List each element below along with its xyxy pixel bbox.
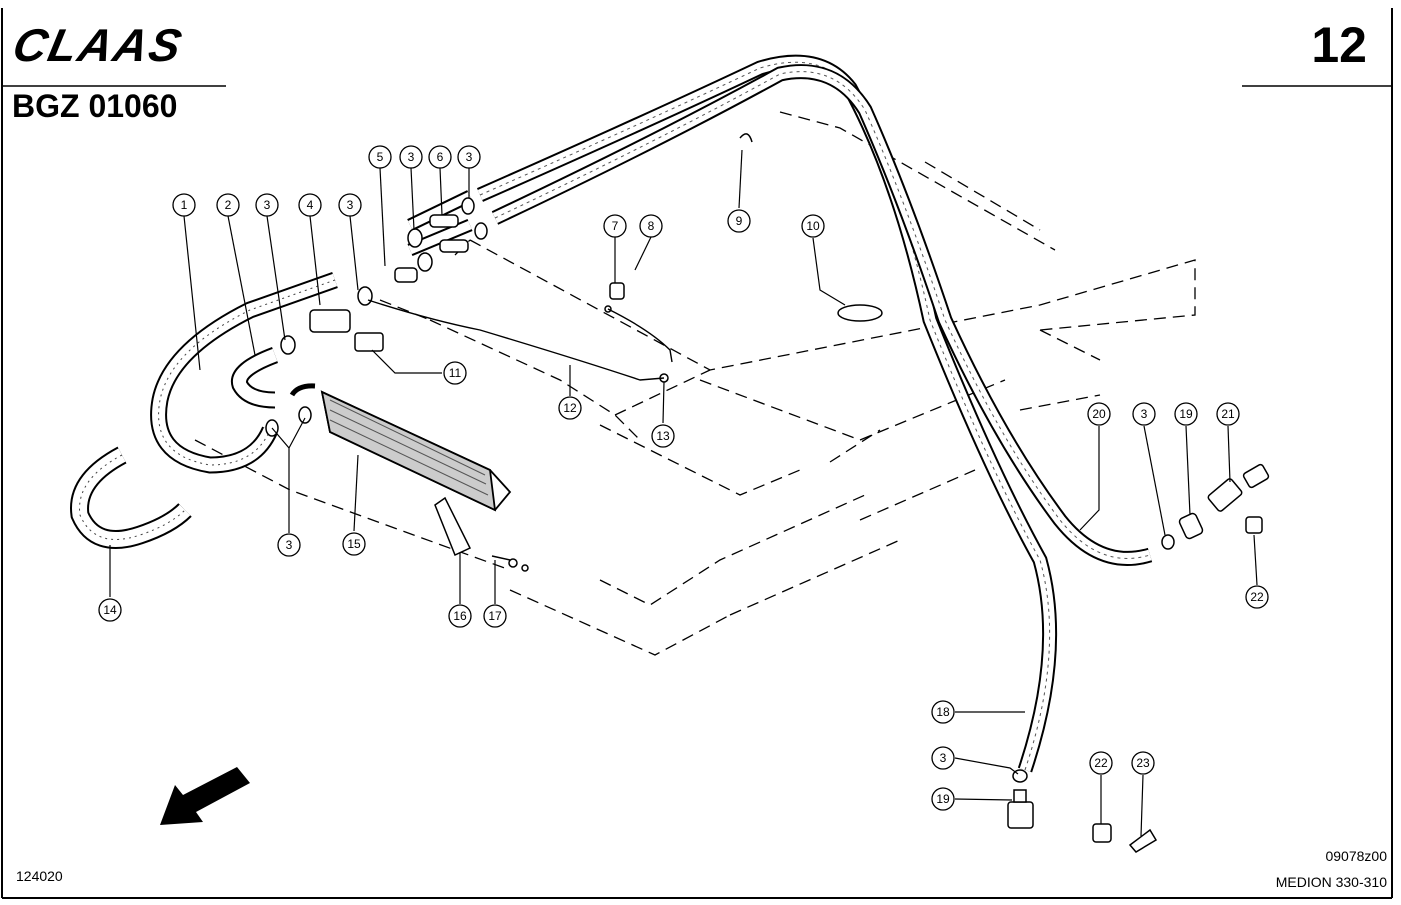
oil-cooler [289, 383, 512, 512]
left-hoses [70, 271, 338, 549]
sheet-frame [1, 8, 1393, 899]
main-hose-bundle [407, 54, 1153, 773]
callout-7: 7 [612, 219, 619, 233]
callout-5: 5 [377, 150, 384, 164]
callout-labels: 1 2 3 4 3 5 3 6 3 7 8 9 10 11 12 13 14 3… [103, 150, 1264, 806]
callout-13: 13 [656, 429, 670, 443]
callout-11: 11 [449, 366, 462, 380]
brand-logo: CLAAS [8, 19, 188, 71]
callout-22: 22 [1250, 590, 1264, 604]
wire-7-8 [607, 308, 673, 363]
callout-3: 3 [408, 150, 415, 164]
callout-17: 17 [488, 609, 502, 623]
callout-8: 8 [648, 219, 655, 233]
model-name: MEDION 330-310 [1275, 874, 1387, 890]
callout-circles [98, 145, 1269, 811]
document-code: BGZ 01060 [12, 88, 178, 124]
sheet-number: 12 [1311, 17, 1367, 73]
drawing-reference: 09078z00 [1325, 848, 1387, 864]
callout-23: 23 [1136, 756, 1150, 770]
callout-9: 9 [736, 214, 743, 228]
callout-10: 10 [806, 219, 820, 233]
callout-14: 14 [103, 603, 117, 617]
wire-12 [367, 299, 665, 381]
callout-3: 3 [286, 538, 293, 552]
callout-3: 3 [466, 150, 473, 164]
callout-12: 12 [563, 401, 577, 415]
callout-19: 19 [1179, 407, 1193, 421]
callout-1: 1 [181, 198, 188, 212]
small-parts [265, 133, 1270, 853]
callout-2: 2 [225, 198, 232, 212]
leader-lines [109, 149, 1258, 837]
callout-16: 16 [453, 609, 467, 623]
callout-3: 3 [264, 198, 271, 212]
callout-4: 4 [307, 198, 314, 212]
callout-15: 15 [347, 537, 361, 551]
direction-arrow [160, 767, 250, 825]
callout-22: 22 [1094, 756, 1108, 770]
machine-outline-dashed [194, 111, 1196, 656]
callout-20: 20 [1092, 407, 1106, 421]
callout-18: 18 [936, 705, 950, 719]
callout-3: 3 [347, 198, 354, 212]
callout-6: 6 [437, 150, 444, 164]
callout-21: 21 [1221, 407, 1235, 421]
callout-3: 3 [1141, 407, 1148, 421]
footer-code: 124020 [16, 868, 63, 884]
callout-3: 3 [940, 751, 947, 765]
callout-19: 19 [936, 792, 950, 806]
